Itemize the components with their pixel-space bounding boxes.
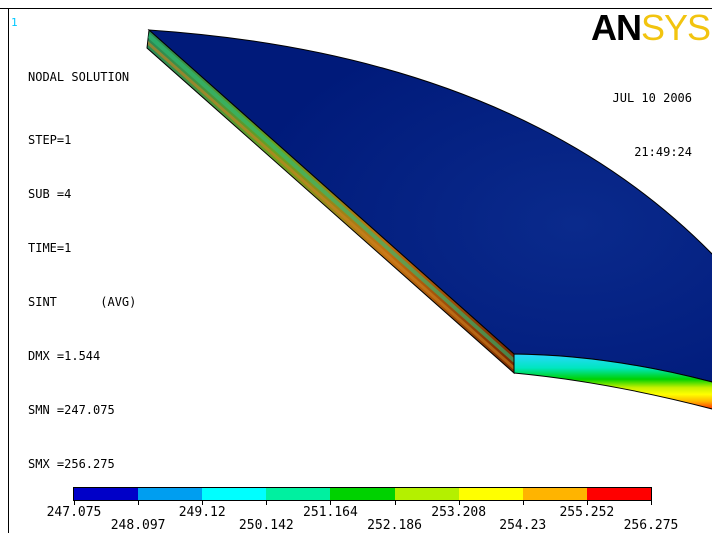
min-stress-label: SMN =247.075 xyxy=(28,403,115,417)
plate-front-edge xyxy=(513,353,712,410)
legend-tick xyxy=(458,500,460,505)
legend-tick xyxy=(586,500,588,505)
timestamp: JUL 10 2006 21:49:24 xyxy=(591,53,692,197)
viewport-border-left xyxy=(8,8,9,533)
time-label: TIME=1 xyxy=(28,241,72,255)
legend-tick xyxy=(330,500,332,505)
legend-tick xyxy=(74,500,75,505)
contour-legend-bar xyxy=(73,487,652,501)
legend-tick xyxy=(522,500,524,505)
legend-value-label: 252.186 xyxy=(367,518,422,533)
legend-swatch xyxy=(202,488,267,500)
time-of-day-label: 21:49:24 xyxy=(634,145,692,159)
plate-left-side-band xyxy=(148,33,514,363)
result-info-block: NODAL SOLUTION STEP=1 SUB =4 TIME=1 SINT… xyxy=(28,32,136,509)
legend-swatch xyxy=(266,488,331,500)
legend-swatch xyxy=(394,488,459,500)
substep-label: SUB =4 xyxy=(28,187,72,201)
ansys-logo: ANSYS xyxy=(591,7,711,48)
legend-value-label: 255.252 xyxy=(559,505,615,520)
max-stress-label: SMX =256.275 xyxy=(28,457,115,471)
legend-swatch xyxy=(138,488,203,500)
logo-part-1: AN xyxy=(591,7,642,48)
window-number: 1 xyxy=(11,16,18,29)
legend-tick xyxy=(651,500,652,505)
legend-swatch xyxy=(74,488,139,500)
legend-swatch xyxy=(330,488,395,500)
legend-value-label: 253.208 xyxy=(431,505,487,520)
legend-value-label: 251.164 xyxy=(303,505,358,520)
logo-part-2: SYS xyxy=(641,7,711,48)
legend-value-label: 250.142 xyxy=(238,518,294,533)
legend-tick xyxy=(394,500,396,505)
legend-value-label: 248.097 xyxy=(110,518,166,533)
result-item-label: SINT (AVG) xyxy=(28,295,137,309)
max-displacement-label: DMX =1.544 xyxy=(28,349,101,363)
viewport-border-top xyxy=(0,8,712,9)
legend-swatch xyxy=(522,488,587,500)
result-title: NODAL SOLUTION xyxy=(28,70,130,84)
legend-tick xyxy=(202,500,204,505)
legend-tick xyxy=(138,500,140,505)
plate-left-side-band-2 xyxy=(148,41,514,370)
legend-swatch xyxy=(586,488,651,500)
legend-tick xyxy=(266,500,268,505)
step-label: STEP=1 xyxy=(28,133,72,147)
legend-value-label: 256.275 xyxy=(623,518,679,533)
legend-value-label: 249.12 xyxy=(178,505,226,520)
date-label: JUL 10 2006 xyxy=(612,91,692,105)
legend-value-label: 254.23 xyxy=(499,518,547,533)
legend-value-label: 247.075 xyxy=(46,505,102,520)
legend-swatch xyxy=(458,488,523,500)
